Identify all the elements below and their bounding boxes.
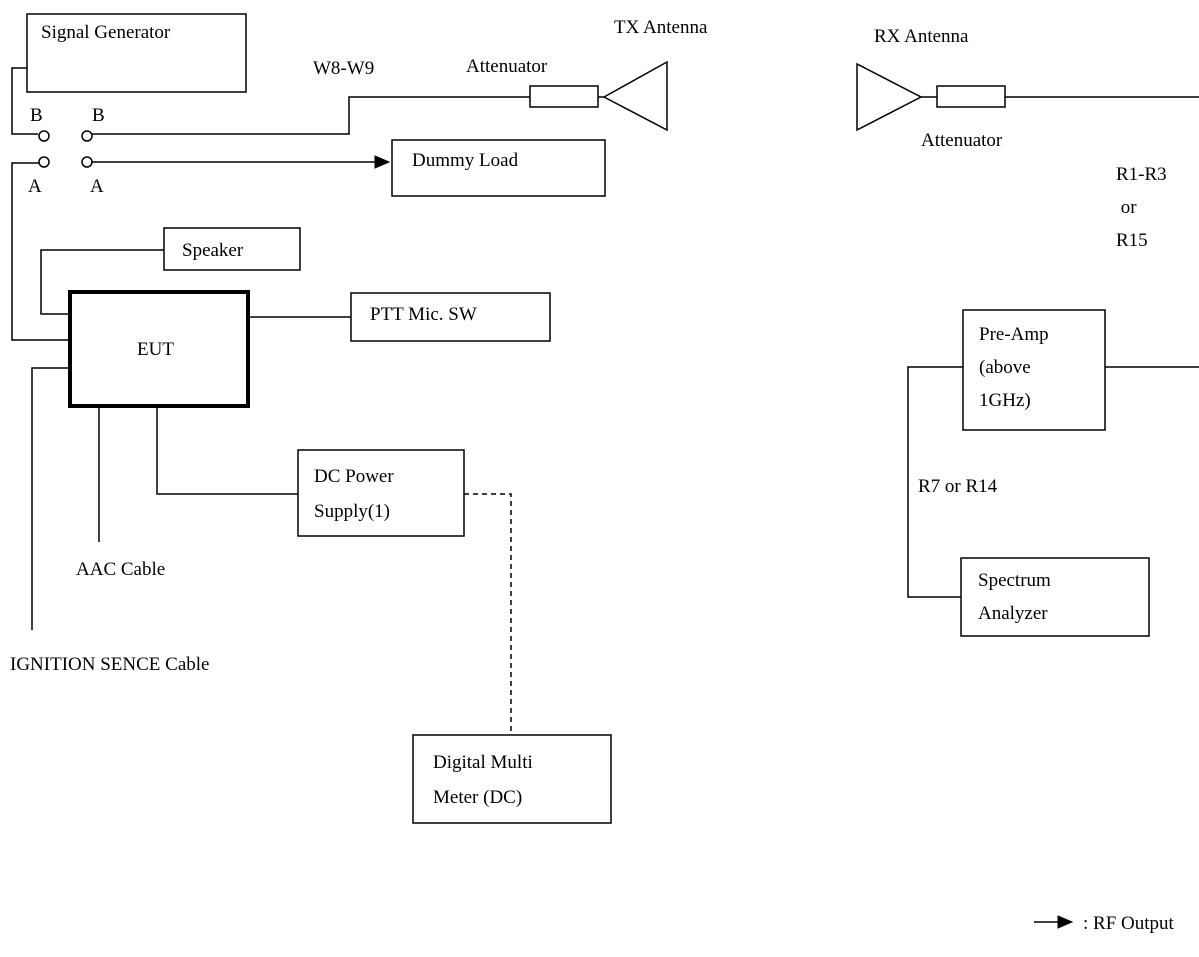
speaker-block: Speaker [163,227,301,271]
rx-attenuator [936,85,1006,108]
r1-r3-label: R1-R3 [1116,164,1167,185]
r7-or-r14-label: R7 or R14 [918,476,998,497]
tx-antenna-label: TX Antenna [614,17,708,38]
pre-amp-label-line1: Pre-Amp [979,324,1049,345]
signal-generator-block: Signal Generator [26,13,247,93]
ptt-mic-sw-label: PTT Mic. SW [370,304,477,325]
digital-multi-meter-label-line1: Digital Multi [433,752,533,773]
meter-dashed-wire [464,493,512,735]
legend-rf-output: : RF Output [1034,913,1175,934]
digital-multi-meter-block: Digital Multi Meter (DC) [412,734,612,824]
dummy-load-block: Dummy Load [391,139,606,197]
switch-contact-a-right [81,156,93,168]
r15-label: R15 [1116,230,1148,251]
legend-arrow-icon [1057,915,1074,929]
speaker-label: Speaker [182,240,244,261]
dc-power-supply-label-line1: DC Power [314,466,394,487]
pre-amp-label-line3: 1GHz) [979,390,1031,411]
eut-label: EUT [137,339,174,360]
aac-cable-label: AAC Cable [76,559,165,580]
dc-power-wire [156,407,298,495]
rf-output-arrowhead [374,155,391,169]
ptt-mic-sw-block: PTT Mic. SW [350,292,551,342]
rx-antenna-label: RX Antenna [874,26,969,47]
switch-contact-b-right [81,130,93,142]
legend-rf-output-label: : RF Output [1083,913,1175,934]
spectrum-analyzer-label-line2: Analyzer [978,603,1048,624]
dummy-load-wire [92,155,391,169]
signal-generator-label: Signal Generator [41,22,171,43]
pre-amp-block: Pre-Amp (above 1GHz) [962,309,1106,431]
switch-contact-a-left [38,156,50,168]
pre-amp-label-line2: (above [979,357,1031,378]
eut-block: EUT [68,290,250,408]
rx-attenuator-label: Attenuator [921,130,1003,151]
rx-antenna-icon [856,62,923,132]
preamp-to-analyzer-wire [907,366,963,598]
switch-a-right-label: A [90,176,104,197]
tx-attenuator [529,85,599,108]
switch-b-right-label: B [92,105,105,126]
switch-contact-b-left [38,130,50,142]
tx-antenna-icon [602,60,668,132]
ignition-cable-wire [31,367,70,630]
speaker-wire [40,249,164,315]
tx-attenuator-label: Attenuator [466,56,548,77]
rf-switch: B B A A [28,105,105,197]
dc-power-supply-block: DC Power Supply(1) [297,449,465,537]
dc-power-supply-label-line2: Supply(1) [314,501,390,522]
ignition-cable-label: IGNITION SENCE Cable [10,654,209,675]
w8-w9-label: W8-W9 [313,58,374,79]
switch-b-left-label: B [30,105,43,126]
switch-a-left-label: A [28,176,42,197]
dummy-load-label: Dummy Load [412,150,519,171]
digital-multi-meter-label-line2: Meter (DC) [433,787,522,808]
tx-path-wire [92,96,530,135]
spectrum-analyzer-block: Spectrum Analyzer [960,557,1150,637]
r1-r3-or-label: or [1116,197,1137,218]
generator-to-switch-wire [11,67,38,135]
switch-to-eut-wire [11,162,70,341]
spectrum-analyzer-label-line1: Spectrum [978,570,1051,591]
